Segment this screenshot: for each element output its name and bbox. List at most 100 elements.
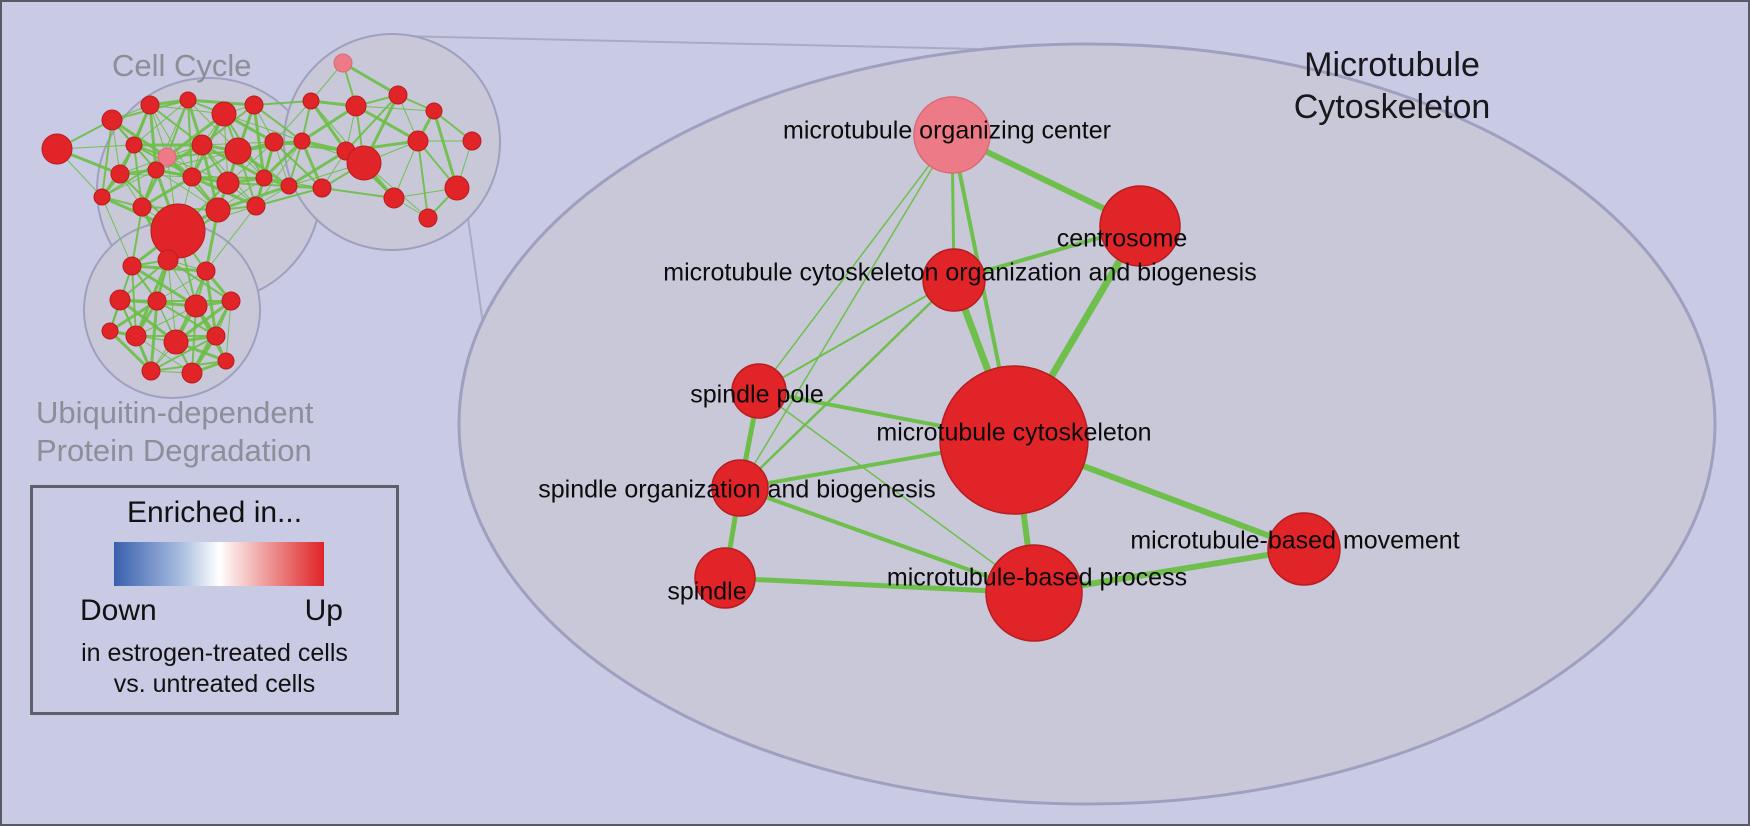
mini-edge [288,149,347,188]
mini-edge [148,104,158,171]
mini-edge [355,104,419,143]
cluster-label-cell-cycle: Cell Cycle [112,48,252,83]
mini-edge [150,335,217,372]
legend-title: Enriched in... [126,496,303,529]
mini-edge [141,175,193,209]
legend-endpoint-labels: Down Up [80,594,343,628]
edge-mco-sp [758,279,955,392]
legend-up-label: Up [304,594,343,627]
mini-node [101,322,119,340]
node-label-sp: spindle pole [690,381,823,409]
mini-edge [255,140,303,207]
mini-edge [301,104,357,143]
mini-node [147,291,167,311]
mini-node [125,325,147,347]
edge-sp-mbp [758,390,1035,594]
edge-mco-sob [738,278,956,490]
mini-node [280,177,298,195]
ubiquitin-label-line2: Protein Degradation [36,433,312,468]
zoom-cone-line [467,217,484,325]
mini-node [93,188,111,206]
mini-node [181,362,203,384]
mini-edge [253,100,312,106]
mini-node [388,85,408,105]
mini-edge [417,140,429,219]
mini-node [140,95,160,115]
mini-node [110,164,130,184]
mini-edge [252,104,266,179]
cluster-label-ubiquitin: Ubiquitin-dependent Protein Degradation [36,394,314,470]
mini-node [312,178,332,198]
mini-edge [101,169,157,198]
legend-gradient-bar [114,542,324,586]
node-spindle [694,547,756,609]
node-label-mbp: microtubule-based process [887,564,1187,592]
mini-edge [156,300,217,337]
node-mbm [1267,512,1341,586]
cluster-label-microtubule: Microtubule Cytoskeleton [1247,44,1537,128]
mini-node [196,261,216,281]
mini-node [141,361,161,381]
node-label-mbm: microtubule-based movement [1130,527,1459,555]
mini-node [191,134,213,156]
mini-node [302,92,320,110]
node-label-mco: microtubule cytoskeleton organization an… [663,259,1256,287]
mini-node [333,53,353,73]
legend-caption: in estrogen-treated cells vs. untreated … [33,638,396,700]
legend-down-label: Down [80,594,157,627]
mini-node [246,196,266,216]
mini-node [244,95,264,115]
legend-caption-line2: vs. untreated cells [113,670,316,698]
node-label-sob: spindle organization and biogenesis [538,476,936,504]
mini-node [255,169,273,187]
mini-edge [255,187,323,207]
mini-node [346,145,382,181]
mini-node [224,137,252,165]
mini-edge [345,94,399,152]
mini-edge [155,150,239,171]
node-sob [711,459,769,517]
mini-node [205,197,231,223]
mini-node [462,131,482,151]
mini-edge [111,118,168,159]
mini-node [150,203,206,259]
microtubule-label-line1: Microtubule [1304,46,1480,84]
mini-node [179,91,197,109]
mini-node [216,171,240,195]
mini-node [184,294,208,318]
mini-edge [167,259,232,302]
mini-edge [131,206,143,267]
mini-edge [101,119,113,198]
mini-node [418,208,438,228]
mini-edge [101,196,133,267]
edge-spindle-mbp [722,575,1037,596]
node-mbp [985,544,1083,642]
mini-node [217,352,235,370]
mini-node [157,147,177,167]
node-label-centrosome: centrosome [1057,225,1188,253]
mini-edge [262,139,304,180]
ubiquitin-label-line1: Ubiquitin-dependent [36,395,314,430]
mini-node [101,109,123,131]
mini-edge [342,61,399,97]
mini-node [41,133,73,165]
mini-node [264,132,284,152]
mini-node [147,161,165,179]
mini-edge [133,99,189,146]
mini-node [157,249,179,271]
mini-node [407,130,429,152]
mini-edge [166,99,189,158]
mini-node [293,132,311,150]
mini-edge [108,329,153,373]
microtubule-label-line2: Cytoskeleton [1293,88,1491,126]
mini-node [425,102,443,120]
mini-node [122,256,142,276]
node-mco [922,248,986,312]
mini-edge [225,300,232,362]
edge-sob-mbp [738,486,1036,595]
mini-edge [156,270,207,302]
node-moc [913,96,991,174]
legend-box: Enriched in... Down Up in estrogen-treat… [30,485,399,715]
node-centrosome [1099,185,1181,267]
mini-edge [253,104,303,142]
